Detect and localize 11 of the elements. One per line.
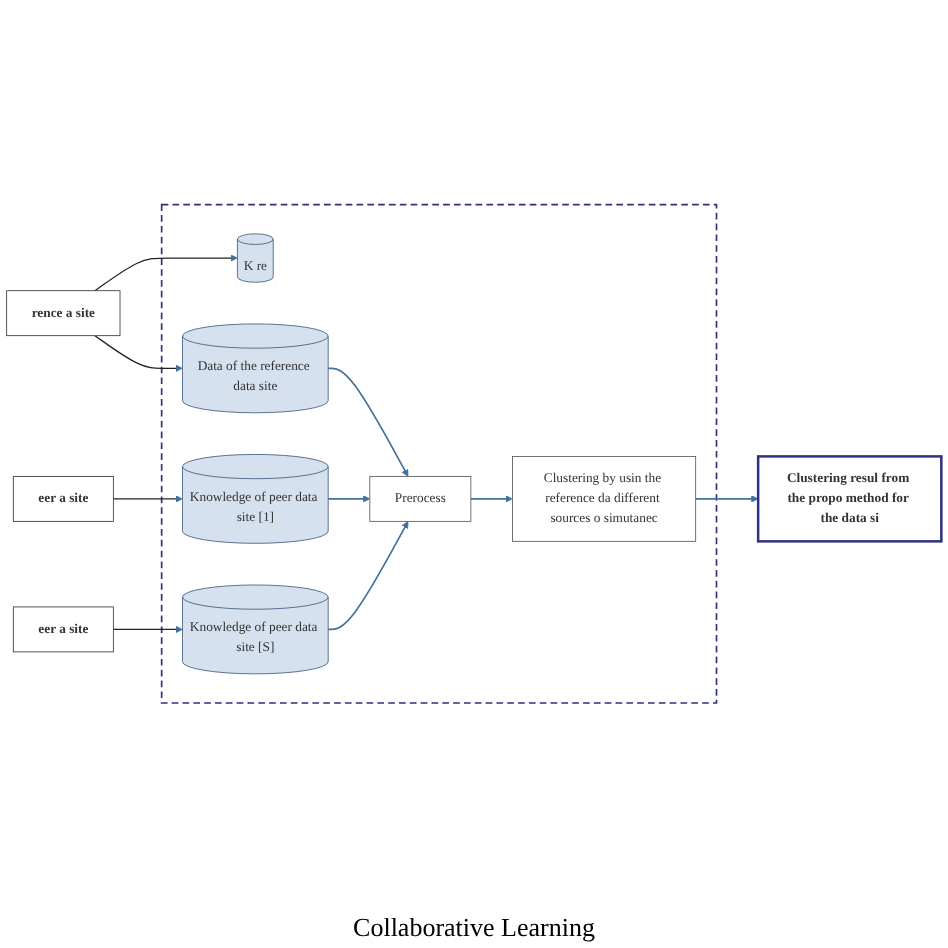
arrow (470, 495, 513, 503)
arrow (94, 254, 238, 292)
arrow (327, 495, 371, 503)
arrow (694, 495, 759, 503)
arrow (112, 495, 183, 503)
cluster (160, 204, 718, 704)
arrow (94, 335, 183, 373)
arrow (327, 521, 409, 631)
arrow (327, 367, 409, 477)
arrow (112, 625, 183, 634)
note-label: Collaborative Learning (353, 912, 595, 942)
